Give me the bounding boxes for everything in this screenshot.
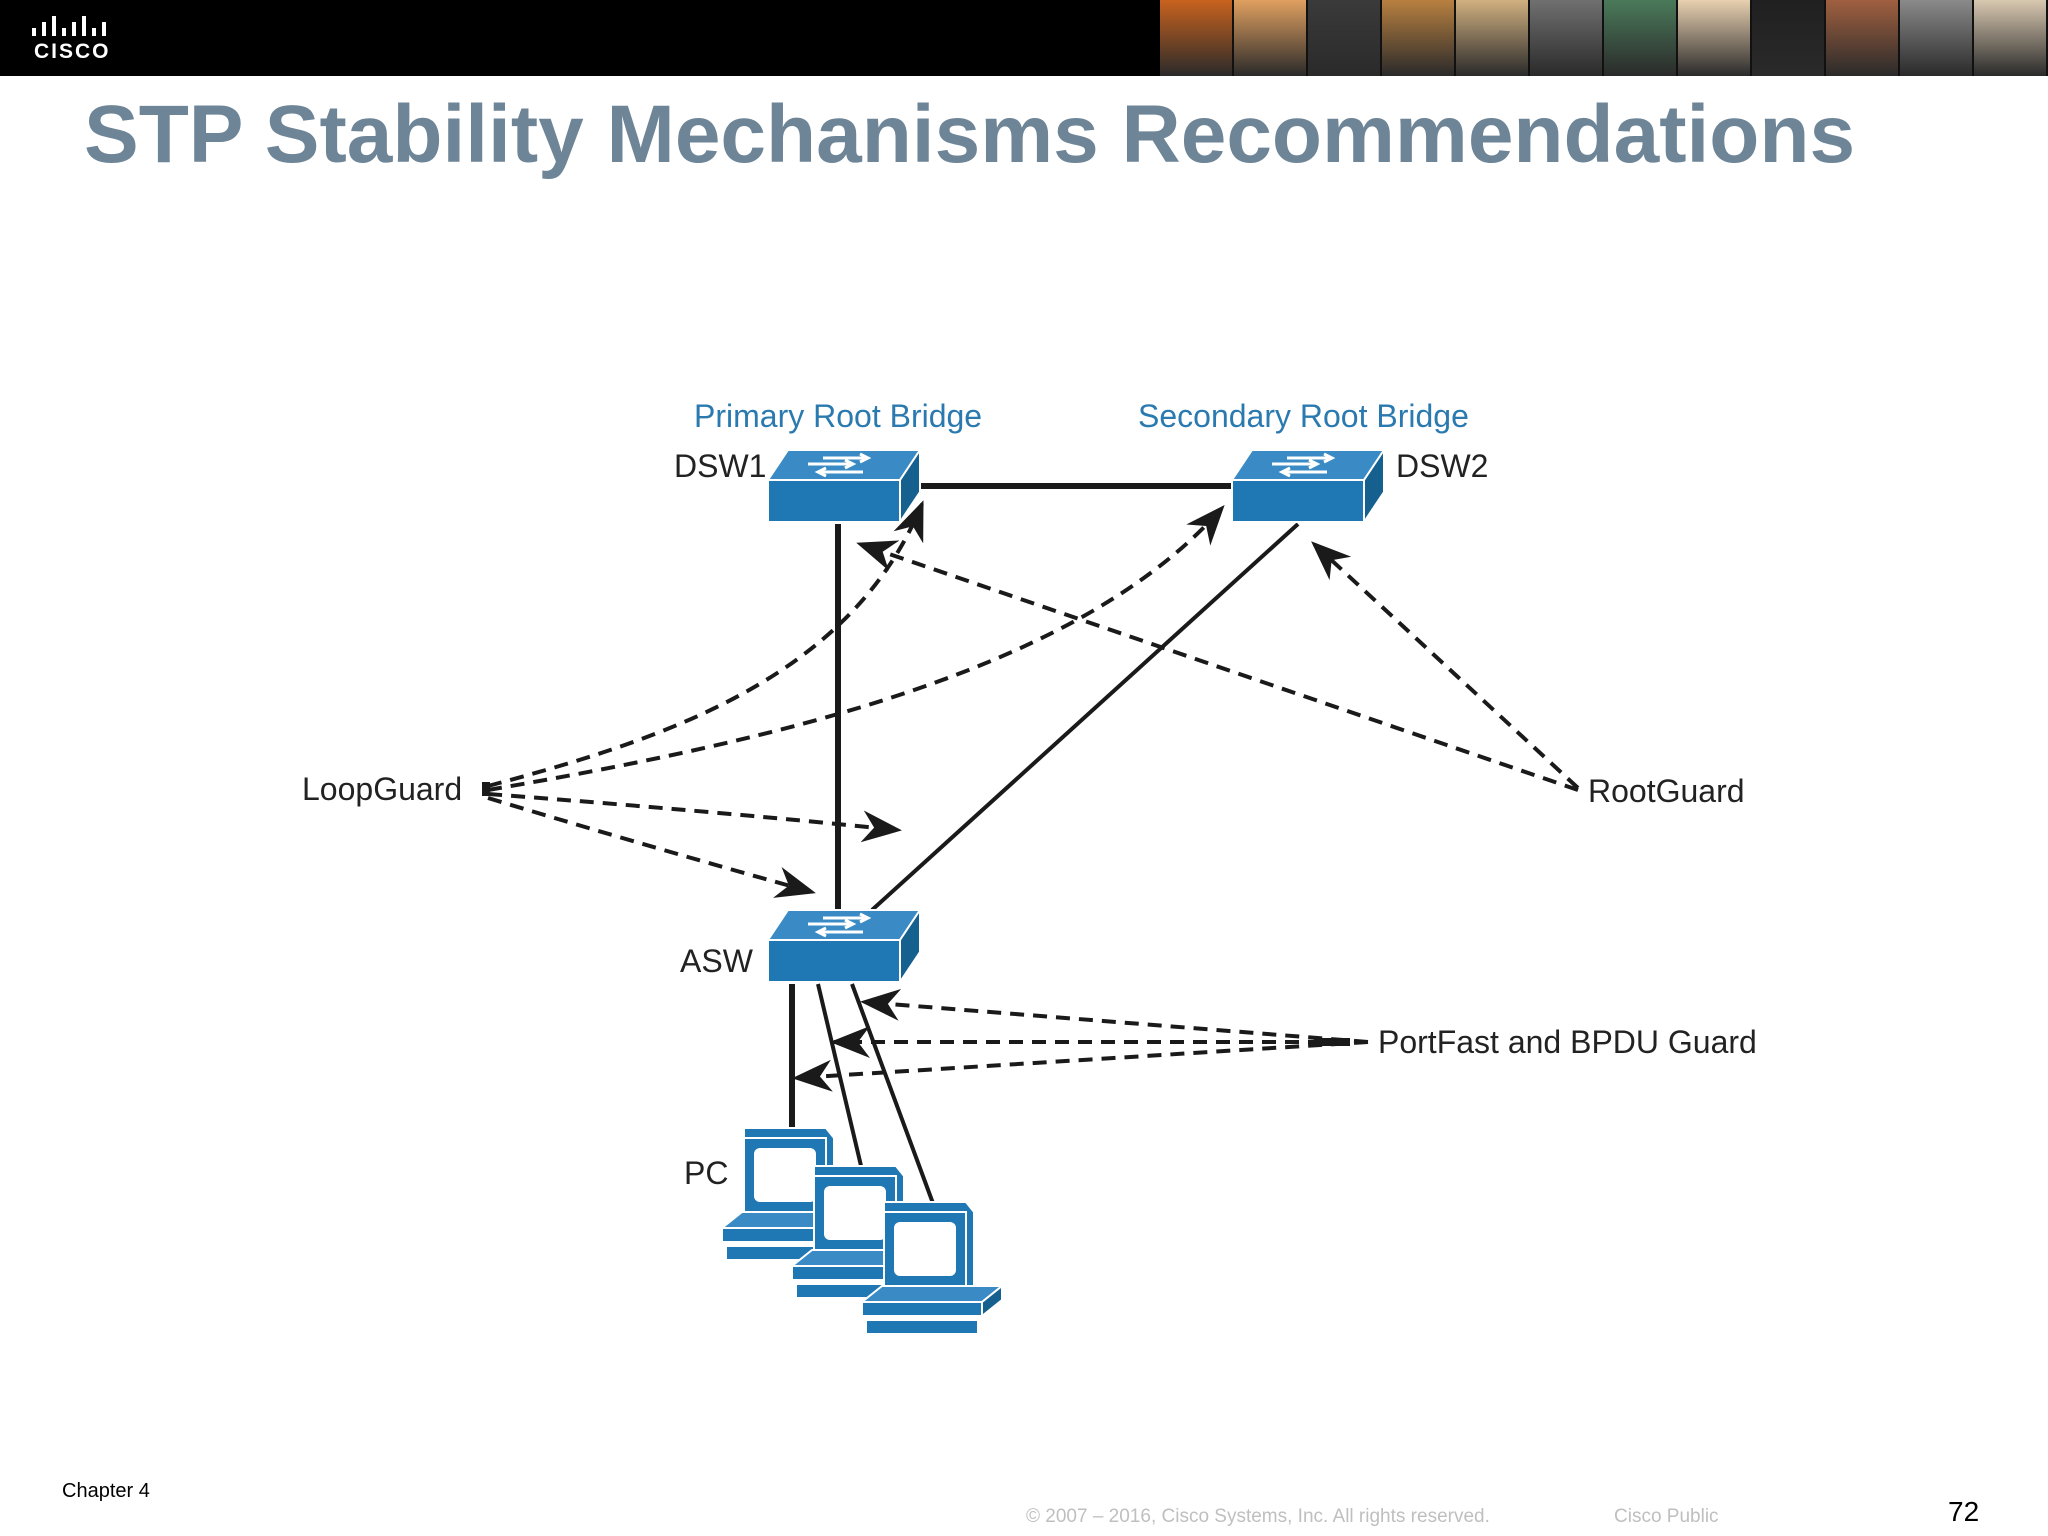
- photo-tile: [1308, 0, 1382, 76]
- footer-classification: Cisco Public: [1614, 1506, 1719, 1527]
- rootguard-label: RootGuard: [1588, 773, 1745, 809]
- footer-copyright: © 2007 – 2016, Cisco Systems, Inc. All r…: [1026, 1506, 1490, 1527]
- photo-tile: [1752, 0, 1826, 76]
- dsw2-label: DSW2: [1396, 448, 1488, 484]
- asw-label: ASW: [680, 943, 754, 979]
- photo-tile: [1530, 0, 1604, 76]
- switch-icon: [766, 448, 922, 524]
- portfast-anchor: [1314, 1038, 1350, 1046]
- switch-icon: [766, 908, 922, 984]
- loopguard-label: LoopGuard: [302, 771, 462, 807]
- pc-icon: [861, 1201, 1003, 1335]
- rootguard-arrows: [856, 540, 1580, 792]
- photo-tile: [1604, 0, 1678, 76]
- photo-tile: [1826, 0, 1900, 76]
- secondary-root-bridge-label: Secondary Root Bridge: [1138, 398, 1469, 434]
- photo-tile: [1160, 0, 1234, 76]
- photo-tile: [1382, 0, 1456, 76]
- photo-tile: [1974, 0, 2048, 76]
- loopguard-anchor: [482, 782, 490, 796]
- cisco-logo: CISCO: [26, 14, 126, 66]
- photo-tile: [1678, 0, 1752, 76]
- link-asw-pc3: [850, 983, 936, 1207]
- top-banner: CISCO: [0, 0, 2048, 76]
- photo-tile: [1900, 0, 1974, 76]
- photo-tile: [1456, 0, 1530, 76]
- portfast-bpdu-guard-label: PortFast and BPDU Guard: [1378, 1024, 1757, 1060]
- link-dsw2-asw: [870, 522, 1300, 912]
- primary-root-bridge-label: Primary Root Bridge: [694, 398, 982, 434]
- slide-title: STP Stability Mechanisms Recommendations: [84, 89, 1856, 180]
- loopguard-arrows: [487, 500, 1225, 898]
- page-number: 72: [1948, 1496, 1980, 1527]
- cisco-bridge-logo-icon: [32, 16, 106, 36]
- footer-chapter: Chapter 4: [62, 1480, 150, 1502]
- portfast-arrows: [792, 988, 1369, 1092]
- pc-label: PC: [684, 1155, 728, 1191]
- switch-icon: [1230, 448, 1386, 524]
- dsw1-label: DSW1: [674, 448, 766, 484]
- logo-text: CISCO: [34, 40, 111, 63]
- photo-tile: [1234, 0, 1308, 76]
- people-photo-strip-icon: [1160, 0, 2048, 76]
